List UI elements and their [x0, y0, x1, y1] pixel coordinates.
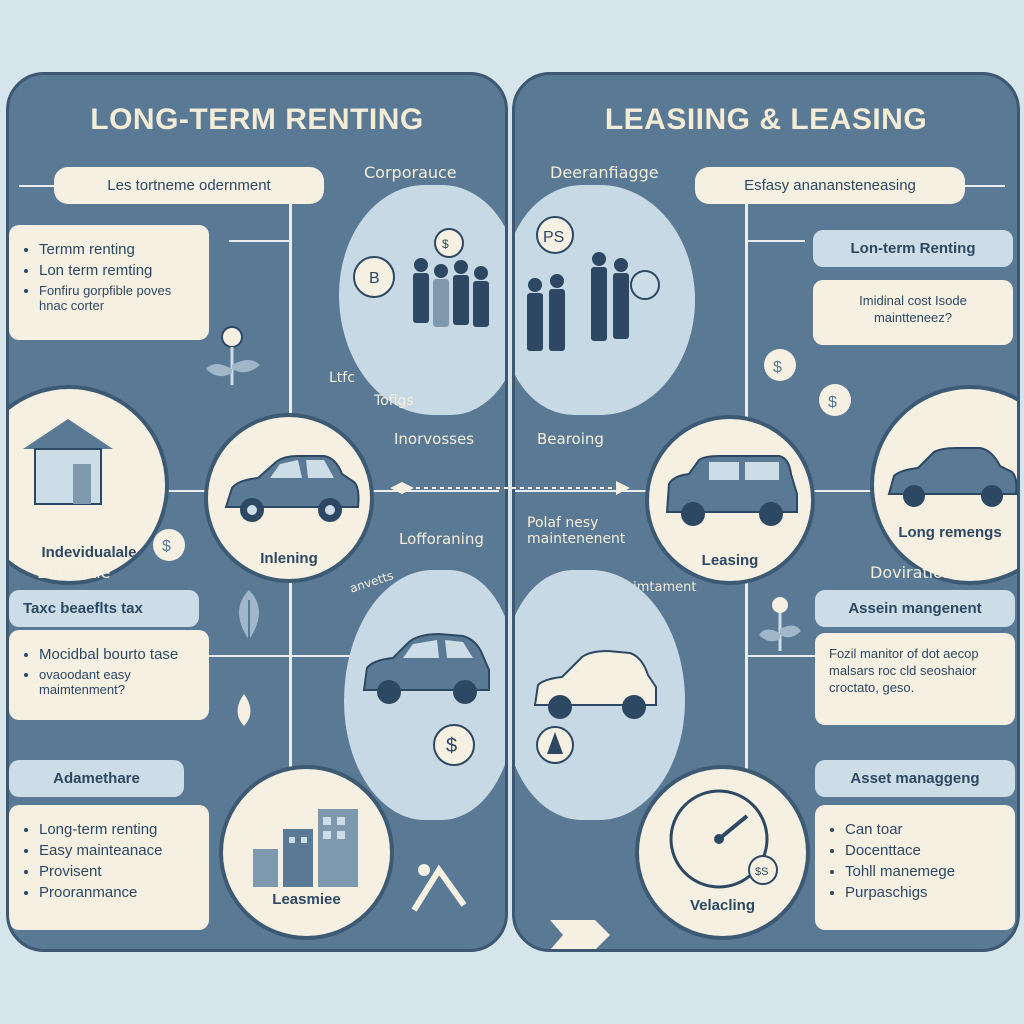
arrow-shape-icon [550, 920, 610, 949]
leasing-circle: Leasing [645, 415, 815, 585]
connector-top-card [229, 240, 289, 242]
ltr-card: Imidinal cost Isode maintteneez? [813, 280, 1013, 345]
asset2-item: Tohll manemege [845, 863, 1001, 880]
arrow-right [965, 185, 1005, 187]
tax-card-item: Mocidbal bourto tase [39, 646, 195, 663]
dollar-icon-2: $ [819, 384, 851, 416]
scribble-2: Tofigs [374, 393, 414, 409]
suv-icon [362, 632, 490, 704]
top-pill: Les tortneme odernment [54, 167, 324, 204]
lower-label: Llhventie [37, 563, 111, 582]
asset-card: Fozil manitor of dot aecop malsars roc c… [815, 633, 1015, 725]
asset-pill: Assein mangenent [815, 590, 1015, 627]
adv-card-item: Prooranmance [39, 884, 195, 901]
car-blob [344, 570, 505, 820]
tax-card-item: ovaoodant easy maimtenment? [39, 667, 195, 697]
leasing-panel: LEASIING & LEASING Deeranfiagge Esfasy a… [512, 72, 1020, 952]
svg-text:$: $ [162, 538, 171, 555]
dollar-coin-icon: $ [433, 724, 475, 766]
city-circle: Leasmiee [219, 765, 394, 940]
svg-text:B: B [369, 270, 380, 287]
top-card-item: Termm renting [39, 241, 195, 258]
scribble-1: Ltfc [329, 370, 355, 386]
sedan-icon [887, 447, 1017, 507]
adv-card-item: Provisent [39, 863, 195, 880]
bearing-label: Bearoing [537, 430, 604, 448]
speedometer-icon: $S [669, 789, 778, 889]
car-icon [224, 455, 360, 522]
tax-pill: Taxc beaeflts tax [9, 590, 199, 627]
circle-label: Long remengs [898, 524, 1002, 541]
svg-text:PS: PS [543, 229, 564, 246]
lofo-label: Lofforaning [399, 530, 484, 548]
svg-text:$: $ [442, 237, 449, 251]
increases-label: Inorvosses [394, 430, 475, 448]
top-card: Termm renting Lon term remting Fonfiru g… [9, 225, 209, 340]
adv-card-item: Long-term renting [39, 821, 195, 838]
drop-icon [237, 694, 251, 726]
top-label: Deeranfiagge [550, 163, 659, 182]
asset-management-pill: Asset managgeng [815, 760, 1015, 797]
hatchback-icon [533, 649, 657, 719]
long-term-renting-panel: LONG-TERM RENTING Les tortneme odernment… [6, 72, 508, 952]
house-icon [23, 419, 113, 505]
leaf-icon [239, 590, 259, 643]
sail-icon [536, 726, 574, 764]
polaf-label: Polaf nesy maintenenent [527, 515, 626, 547]
leasing-circle: Inlening [204, 413, 374, 583]
top-pill: Esfasy ananansteneasing [695, 167, 965, 204]
plant-icon [759, 597, 801, 651]
plant-coin-icon [206, 326, 260, 385]
top-card-item: Lon term remting [39, 262, 195, 279]
svg-text:$: $ [773, 359, 782, 376]
long-term-renting-pill: Lon-term Renting [813, 230, 1013, 267]
tax-card: Mocidbal bourto tase ovaoodant easy maim… [9, 630, 209, 720]
svg-text:$S: $S [755, 866, 768, 878]
ltr-card-text: Imidinal cost Isode maintteneez? [859, 293, 967, 325]
circle-label: Velacling [689, 897, 756, 914]
van-icon [665, 455, 798, 526]
horizontal-connector-lower [9, 655, 499, 657]
circle-label: Leasmiee [272, 891, 341, 908]
connector [745, 240, 805, 242]
center-connector [390, 481, 630, 495]
panel-title: LONG-TERM RENTING [90, 103, 424, 136]
circle-label: Leasing [701, 552, 759, 569]
top-card-item: Fonfiru gorpfible poves hnac corter [39, 283, 195, 313]
individual-circle: Indevidualale [9, 385, 169, 585]
asset2-item: Docenttace [845, 842, 1001, 859]
svg-text:$: $ [446, 735, 457, 757]
business-people-icon: B $ [353, 228, 489, 327]
top-label: Corporauce [364, 163, 457, 182]
gauge-circle: $S Velacling [635, 765, 810, 940]
business-people-icon: PS [527, 216, 660, 351]
asset2-item: Purpaschigs [845, 884, 1001, 901]
dollar-icon: $ [153, 529, 185, 561]
tools-icon [411, 864, 467, 912]
circle-label: Indevidualale [41, 544, 137, 561]
advantage-pill: Adamethare [9, 760, 184, 797]
deviation-label: Doviration [870, 563, 954, 582]
buildings-icon [253, 809, 358, 887]
circle-label: Inlening [260, 550, 318, 567]
adv-card-item: Easy mainteanace [39, 842, 195, 859]
dollar-icon: $ [764, 349, 796, 381]
panel-title: LEASIING & LEASING [604, 103, 928, 136]
svg-text:$: $ [828, 394, 837, 411]
asset2-item: Can toar [845, 821, 1001, 838]
asset-management-card: Can toar Docenttace Tohll manemege Purpa… [815, 805, 1015, 930]
asset-card-text: Fozil manitor of dot aecop malsars roc c… [829, 646, 979, 695]
arrow-left [19, 185, 59, 187]
advantage-card: Long-term renting Easy mainteanace Provi… [9, 805, 209, 930]
long-renting-circle: Long remengs [870, 385, 1017, 585]
